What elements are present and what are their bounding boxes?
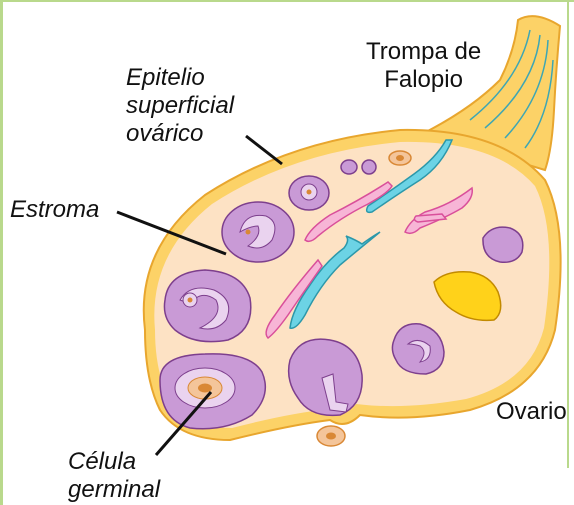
leader-epitelio — [246, 136, 282, 164]
label-trompa-line2: Falopio — [366, 66, 481, 94]
ovulation-follicle — [317, 426, 345, 446]
label-trompa-line1: Trompa de — [366, 38, 481, 66]
label-epitelio-line2: superficial — [126, 92, 234, 120]
label-ovario: Ovario — [496, 398, 567, 426]
label-estroma: Estroma — [10, 196, 99, 224]
label-epitelio-line3: ovárico — [126, 120, 234, 148]
label-trompa: Trompa de Falopio — [366, 38, 481, 94]
label-epitelio: Epitelio superficial ovárico — [126, 64, 234, 148]
secondary-follicle — [222, 202, 294, 262]
tertiary-follicle — [164, 270, 250, 342]
primordial-follicle — [362, 160, 376, 174]
label-celula-line2: germinal — [68, 476, 160, 504]
label-celula: Célula germinal — [68, 448, 160, 504]
follicle-right — [483, 227, 523, 262]
label-celula-line1: Célula — [68, 448, 160, 476]
label-epitelio-line1: Epitelio — [126, 64, 234, 92]
primary-follicle — [289, 176, 329, 210]
primordial-follicle — [341, 160, 357, 174]
